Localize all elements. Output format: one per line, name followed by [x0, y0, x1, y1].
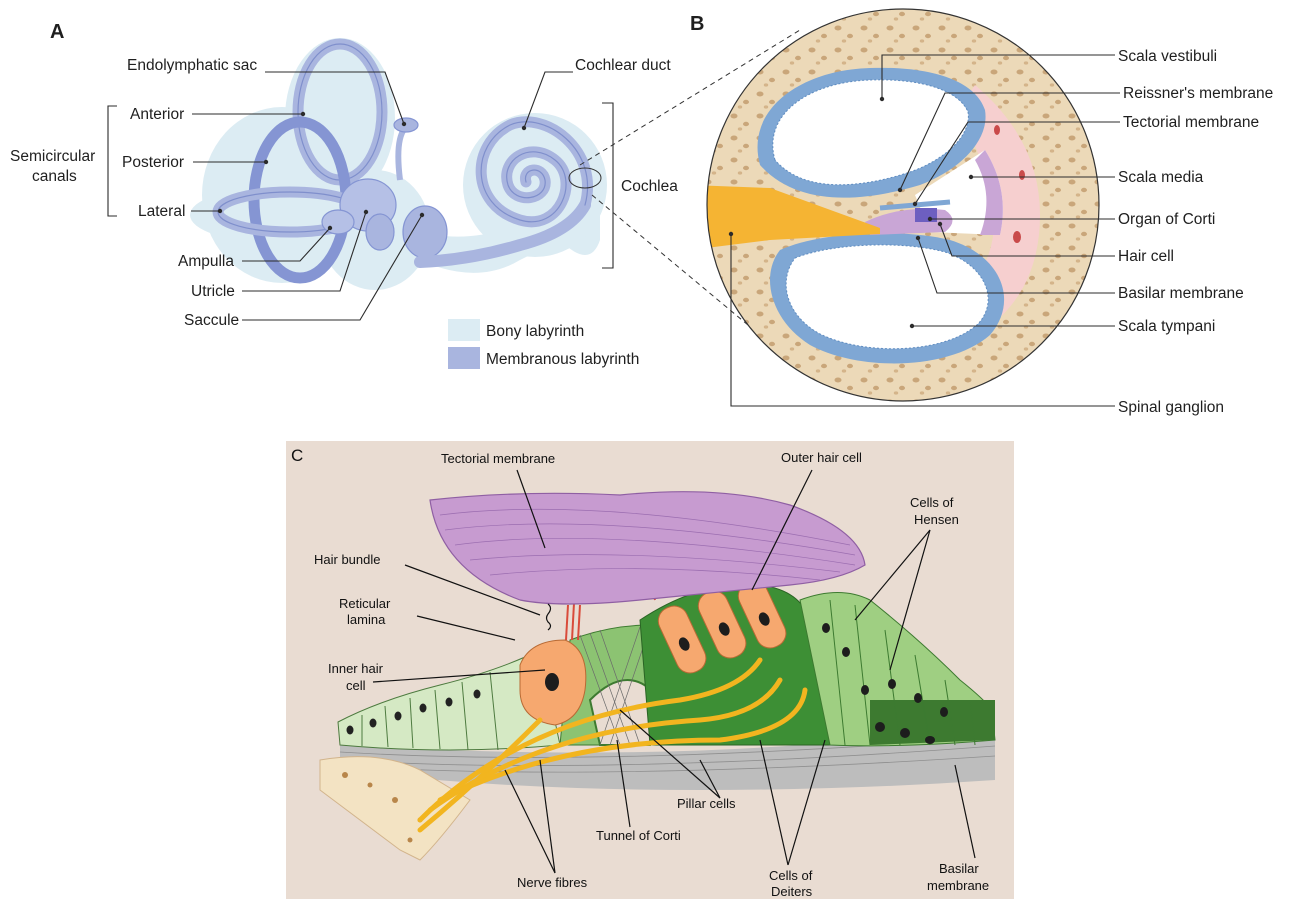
- label-cells-of-deiters-1: Cells of: [769, 868, 813, 883]
- panel-c: C: [286, 441, 1014, 899]
- label-lateral: Lateral: [138, 203, 185, 220]
- label-hair-bundle: Hair bundle: [314, 552, 381, 567]
- label-semicircular: Semicircular: [10, 148, 95, 165]
- label-basilar-membrane-b: Basilar membrane: [1118, 285, 1244, 302]
- label-tectorial-membrane-b: Tectorial membrane: [1123, 114, 1259, 131]
- panel-a-letter: A: [50, 21, 64, 43]
- label-scala-media: Scala media: [1118, 169, 1204, 186]
- legend: Bony labyrinth Membranous labyrinth: [448, 319, 639, 369]
- label-reissners-membrane: Reissner's membrane: [1123, 85, 1273, 102]
- panel-c-letter: C: [291, 446, 303, 465]
- label-utricle: Utricle: [191, 283, 235, 300]
- label-canals: canals: [32, 168, 77, 185]
- inner-hair-cell-nucleus: [545, 673, 559, 691]
- label-anterior: Anterior: [130, 106, 184, 123]
- panel-b: B: [690, 5, 1273, 416]
- label-basilar-membrane-c-1: Basilar: [939, 861, 979, 876]
- label-reticular-lamina-1: Reticular: [339, 596, 391, 611]
- panel-a: A: [10, 21, 800, 369]
- label-cochlea: Cochlea: [621, 178, 678, 195]
- label-outer-hair-cell: Outer hair cell: [781, 450, 862, 465]
- legend-swatch-bony: [448, 319, 480, 341]
- label-pillar-cells: Pillar cells: [677, 796, 736, 811]
- label-cells-of-hensen-1: Cells of: [910, 495, 954, 510]
- cochlea-cross-section: [690, 5, 1110, 405]
- label-inner-hair-cell-1: Inner hair: [328, 661, 384, 676]
- label-posterior: Posterior: [122, 154, 184, 171]
- label-tunnel-of-corti: Tunnel of Corti: [596, 828, 681, 843]
- label-saccule: Saccule: [184, 312, 239, 329]
- label-cells-of-deiters-2: Deiters: [771, 884, 813, 899]
- label-tectorial-membrane-c: Tectorial membrane: [441, 451, 555, 466]
- label-nerve-fibres: Nerve fibres: [517, 875, 588, 890]
- label-cells-of-hensen-2: Hensen: [914, 512, 959, 527]
- panel-b-letter: B: [690, 13, 704, 35]
- legend-label-bony: Bony labyrinth: [486, 323, 584, 340]
- label-ampulla: Ampulla: [178, 253, 234, 270]
- label-inner-hair-cell-2: cell: [346, 678, 366, 693]
- label-hair-cell-b: Hair cell: [1118, 248, 1174, 265]
- label-cochlear-duct: Cochlear duct: [575, 57, 671, 74]
- label-basilar-membrane-c-2: membrane: [927, 878, 989, 893]
- label-organ-of-corti: Organ of Corti: [1118, 211, 1215, 228]
- label-endolymphatic-sac: Endolymphatic sac: [127, 57, 257, 74]
- label-spinal-ganglion: Spinal ganglion: [1118, 399, 1224, 416]
- legend-swatch-membranous: [448, 347, 480, 369]
- label-reticular-lamina-2: lamina: [347, 612, 386, 627]
- legend-label-membranous: Membranous labyrinth: [486, 351, 639, 368]
- label-scala-vestibuli: Scala vestibuli: [1118, 48, 1217, 65]
- label-scala-tympani: Scala tympani: [1118, 318, 1215, 335]
